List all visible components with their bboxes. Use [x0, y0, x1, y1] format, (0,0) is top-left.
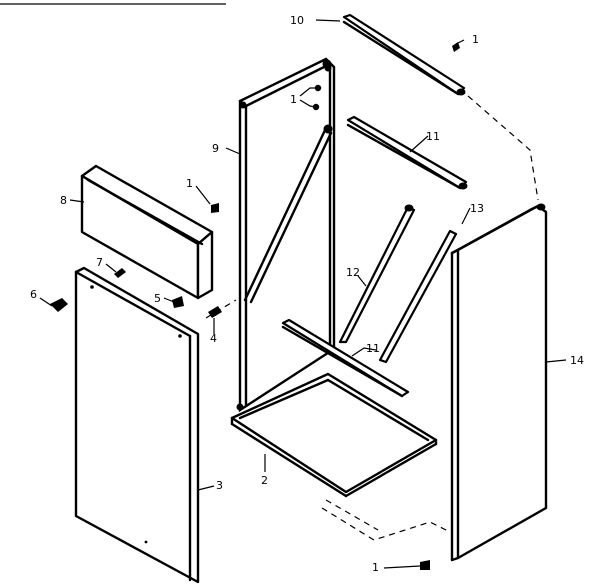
callout-7: 7 — [96, 256, 103, 269]
callout-6: 6 — [30, 288, 37, 301]
callout-1-bottom: 1 — [372, 561, 379, 574]
callout-1-top-rail: 1 — [472, 33, 479, 46]
callout-1-back-frame: 1 — [290, 93, 297, 106]
callout-14: 14 — [570, 354, 584, 367]
callout-11-upper-rail: 11 — [426, 130, 440, 143]
callout-12: 12 — [346, 266, 360, 279]
part-11-upper-rail — [346, 115, 468, 190]
screw-icon — [420, 560, 430, 570]
part-9-back-frame — [238, 57, 336, 413]
screw-icon — [452, 42, 460, 52]
screw-icon — [312, 103, 320, 111]
alignment-line — [467, 95, 539, 201]
callout-4: 4 — [210, 332, 217, 345]
part-10-top-rail — [342, 13, 466, 96]
callout-11-lower-rail: 11 — [366, 342, 380, 355]
part-11-lower-rail — [281, 318, 410, 398]
part-3-front-door — [74, 266, 200, 584]
alignment-line — [321, 507, 451, 541]
screw-icon — [314, 84, 322, 92]
part-12-inner-rail-b — [378, 229, 458, 364]
clip-icon — [208, 306, 222, 318]
screw-icon — [211, 203, 219, 213]
alignment-line — [205, 299, 237, 319]
clip-icon — [114, 268, 126, 278]
knob-icon — [50, 298, 68, 312]
callout-9: 9 — [212, 142, 219, 155]
part-12-inner-rail-a — [338, 204, 416, 344]
callout-5: 5 — [154, 292, 161, 305]
part-14-right-panel — [450, 203, 548, 562]
part-2-base-pan — [230, 372, 438, 498]
part-8-top-front-panel — [80, 164, 214, 300]
leader-lines — [39, 19, 567, 569]
callout-13: 13 — [470, 202, 484, 215]
screw-icon — [172, 296, 184, 308]
callout-8: 8 — [60, 194, 67, 207]
callout-1-top-front: 1 — [186, 177, 193, 190]
callout-3: 3 — [216, 479, 223, 492]
callout-10: 10 — [290, 14, 304, 27]
callout-2: 2 — [261, 474, 268, 487]
